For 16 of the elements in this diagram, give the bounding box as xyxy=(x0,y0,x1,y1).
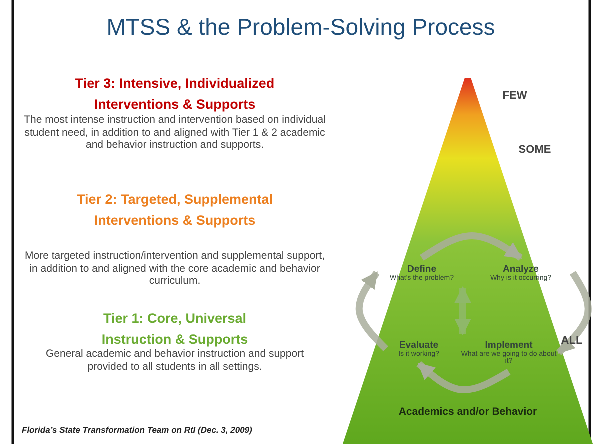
tier-description: General academic and behavior instruction and support provided to all students in all settings. xyxy=(45,348,305,374)
tier-description: More targeted instruction/intervention and supplemental support, in addition to and aligned with the core academic and behavior curriculum. xyxy=(25,250,325,288)
pyramid-triangle xyxy=(343,78,593,444)
cycle-arrow xyxy=(420,232,523,261)
tier-heading: Tier 2: Targeted, Supplemental Interventions & Supports xyxy=(76,191,274,230)
cycle-arrow xyxy=(416,361,511,394)
double-arrow xyxy=(454,286,472,336)
tier-heading: Tier 1: Core, Universal Instruction & Supports xyxy=(100,310,250,349)
tier-description: The most intense instruction and intervention based on individual student need, in addition to and aligned with Tier 1 & 2 academic and behavior instruction and supports. xyxy=(23,114,327,152)
citation: Florida’s State Transformation Team on RtI (Dec. 3, 2009) xyxy=(22,425,254,436)
level-label: SOME xyxy=(518,143,552,158)
slide-title: MTSS & the Problem-Solving Process xyxy=(106,14,496,41)
cycle-arrow xyxy=(556,271,592,356)
level-label: FEW xyxy=(502,89,528,104)
pyramid-base-label: Academics and/or Behavior xyxy=(398,406,538,418)
tier-heading: Tier 3: Intensive, Individualized Interventions & Supports xyxy=(74,75,276,114)
